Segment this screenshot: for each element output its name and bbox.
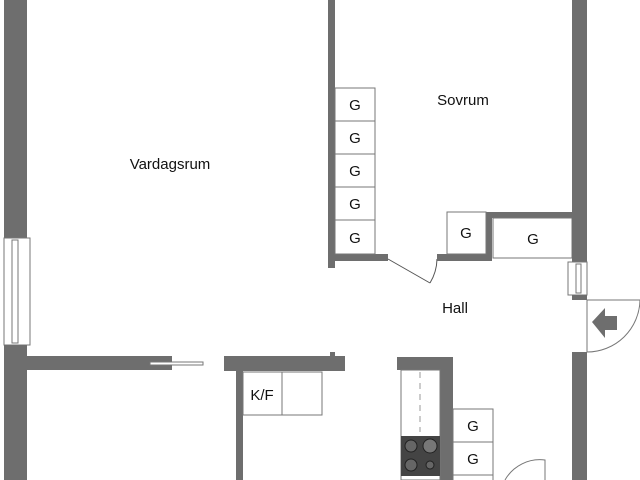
kitchen-cabinets: G G [452,408,494,480]
kitchen-wall-left [236,370,243,480]
wall-stub [330,352,335,357]
stove [401,436,440,476]
wardrobe-label: G [349,163,361,180]
hall-wall [486,212,572,218]
right-wall-upper [572,0,587,262]
fridge-freezer-label: K/F [250,387,273,404]
wardrobe-label: G [349,230,361,247]
wardrobe-label: G [467,418,479,435]
fridge-freezer: K/F [242,371,323,416]
wardrobe-label: G [467,451,479,468]
bedroom-wall-bottom [328,254,388,261]
wardrobe-label: G [349,196,361,213]
kitchen-wall [440,370,453,480]
entrance-arrow-icon [592,308,617,338]
kitchen-wall-top [224,356,345,371]
kitchen-wall [397,357,453,370]
room-label-sovrum: Sovrum [437,92,489,109]
bedroom-door[interactable] [387,258,438,284]
wardrobe-column: G G G G G [334,87,376,255]
sliding-door [149,361,204,366]
room-label-hall: Hall [442,300,468,317]
wardrobe-label: G [460,225,472,242]
interior-wall [27,356,172,370]
left-window [3,237,31,346]
wardrobe-label: G [527,231,539,248]
wardrobe-hall: G G [446,211,573,259]
room-label-vardagsrum: Vardagsrum [130,156,211,173]
bedroom-wall-left [328,0,335,268]
right-wall-lower [572,352,587,480]
left-wall-upper [4,0,27,238]
entrance-door[interactable] [586,299,640,353]
hall-wall [486,212,492,258]
wardrobe-label: G [349,130,361,147]
bathroom-door[interactable] [504,459,546,480]
left-wall-lower [4,345,27,480]
right-window [567,261,588,296]
hall-wall [437,254,492,261]
wardrobe-label: G [349,97,361,114]
wall-stub [572,295,587,300]
